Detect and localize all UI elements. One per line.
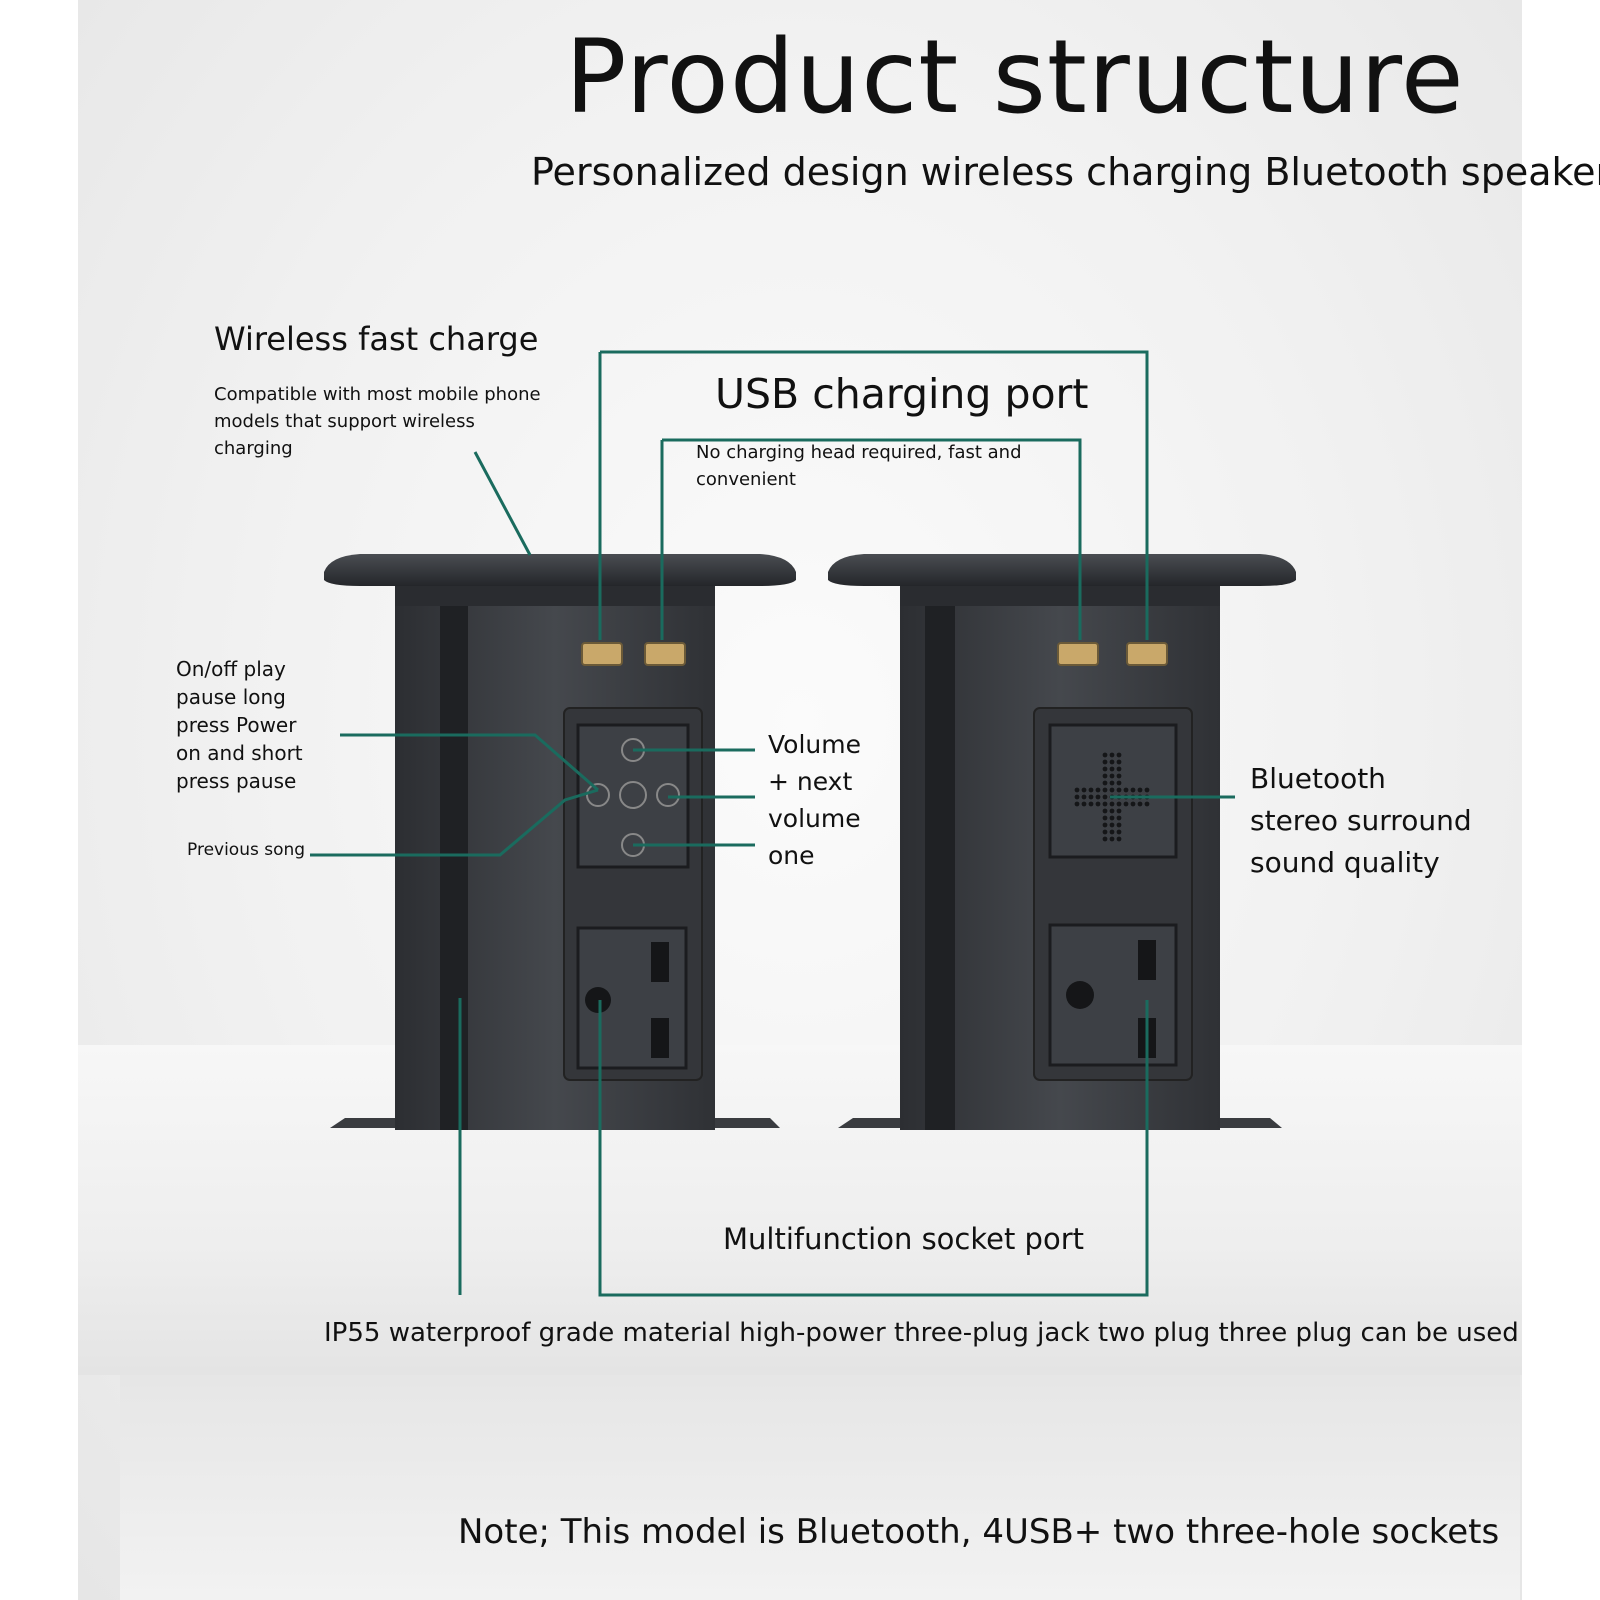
left-device [324,554,796,1130]
leader-lines [310,350,1235,1297]
right-device-groove [925,600,955,1130]
table-surface [78,1045,1522,1375]
left-device-lid [324,554,796,586]
usb-port-title: USB charging port [715,370,1089,418]
left-device-groove [440,600,468,1130]
usb-port-desc: No charging head required, fast and conv… [696,442,1022,490]
model-note: Note; This model is Bluetooth, 4USB+ two… [458,1512,1500,1552]
table-front [120,1375,1520,1600]
previous-button-icon [586,783,610,807]
power-button-icon [619,781,647,809]
page-subtitle: Personalized design wireless charging Bl… [531,150,1600,194]
right-device [828,554,1296,1130]
waterproof-label: IP55 waterproof grade material high-powe… [324,1318,1519,1348]
usb-port-icon [644,642,686,666]
bluetooth-label: Bluetooth stereo surround sound quality [1250,762,1472,879]
wireless-charge-title: Wireless fast charge [214,320,539,358]
power-button-label: On/off play pause long press Power on an… [176,657,303,793]
usb-port-icon [581,642,623,666]
previous-song-label: Previous song [187,840,306,860]
wireless-charge-desc: Compatible with most mobile phone models… [214,384,541,459]
usb-port-icon [1057,642,1099,666]
right-device-lid [828,554,1296,586]
usb-port-icon [1126,642,1168,666]
page-title: Product structure [565,18,1465,137]
next-button-icon [656,783,680,807]
volume-label: Volume + next volume one [768,730,861,870]
socket-port-label: Multifunction socket port [723,1222,1084,1256]
